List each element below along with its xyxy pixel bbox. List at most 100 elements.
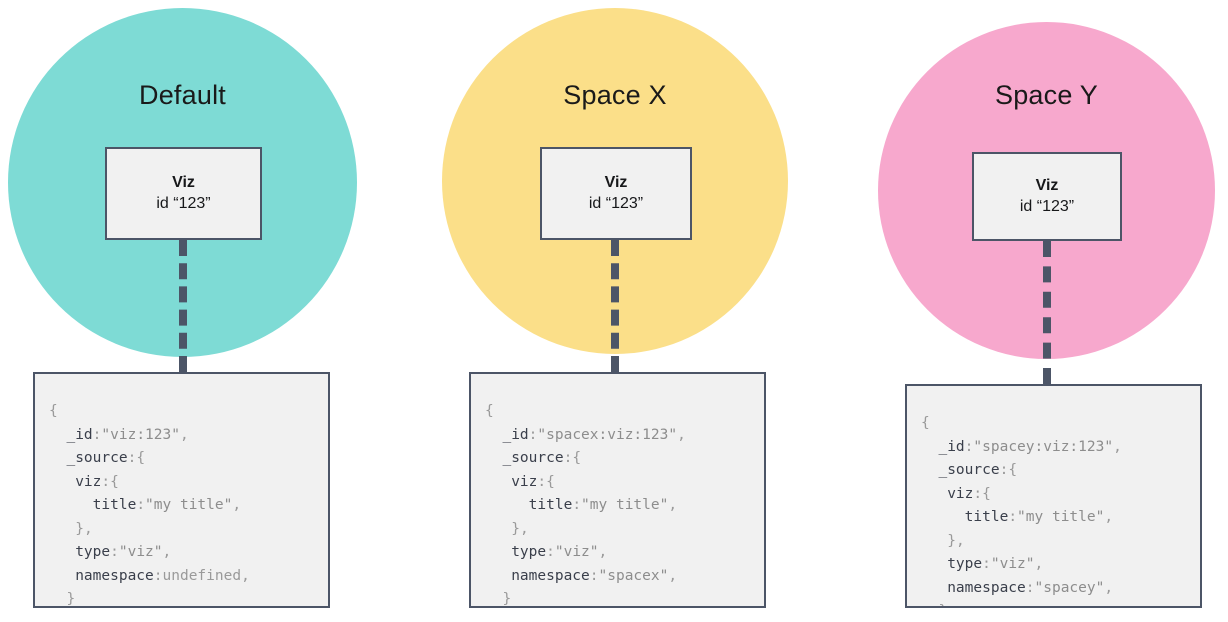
code-token-punc: , <box>519 520 529 537</box>
code-token-punc <box>485 521 511 537</box>
code-token-brace: } <box>511 520 520 537</box>
code-token-punc <box>485 450 502 466</box>
code-token-key: namespace <box>75 567 154 584</box>
code-token-punc: : <box>999 462 1009 478</box>
code-token-brace: } <box>938 603 947 606</box>
code-token-punc <box>921 603 938 606</box>
code-line: namespace:undefined, <box>49 568 250 584</box>
code-line: { <box>49 403 58 419</box>
code-line: title:"my title", <box>49 497 241 513</box>
viz-card-id: id “123” <box>156 195 211 212</box>
code-token-key: title <box>964 509 1009 525</box>
code-token-key: _source <box>66 450 128 466</box>
code-token-brace: } <box>502 591 512 607</box>
code-token-str: "spacey" <box>1034 579 1105 596</box>
code-block-spacex: { _id:"spacex:viz:123", _source:{ viz:{ … <box>471 374 764 607</box>
code-token-str: "viz:123" <box>101 426 180 443</box>
code-token-punc: , <box>1104 509 1114 525</box>
code-line: _source:{ <box>485 450 581 466</box>
code-line: namespace:"spacex", <box>485 568 677 584</box>
code-token-punc <box>49 450 66 466</box>
code-token-punc: : <box>589 567 599 584</box>
code-token-punc: , <box>677 426 686 443</box>
code-line: namespace:"spacey", <box>921 580 1113 596</box>
viz-card-spacey: Viz id “123” <box>972 152 1122 241</box>
code-line: }, <box>49 520 93 537</box>
code-token-str: "viz" <box>990 556 1035 572</box>
code-token-key: type <box>947 556 983 572</box>
code-token-key: _id <box>66 426 93 443</box>
code-token-punc: , <box>1034 556 1044 572</box>
code-token-key: title <box>92 497 137 513</box>
code-line: } <box>49 591 75 606</box>
code-token-key: viz <box>947 485 974 502</box>
code-token-punc <box>49 427 66 443</box>
code-token-punc: : <box>110 544 119 560</box>
code-token-punc <box>485 474 511 490</box>
code-token-punc: , <box>1104 579 1114 596</box>
code-token-punc <box>49 568 75 584</box>
code-line: type:"viz", <box>49 544 171 560</box>
code-token-punc <box>921 439 938 455</box>
code-token-punc: : <box>973 485 983 502</box>
code-token-punc: , <box>83 520 93 537</box>
code-token-str: "my title" <box>1017 509 1105 525</box>
code-line: _id:"spacey:viz:123", <box>921 438 1122 455</box>
code-token-punc <box>921 580 947 596</box>
code-line: } <box>921 603 947 606</box>
code-token-punc: : <box>964 438 974 455</box>
code-token-punc: , <box>668 497 678 513</box>
code-token-str: "viz" <box>554 544 599 560</box>
code-token-punc <box>485 591 502 606</box>
code-token-punc <box>921 533 947 549</box>
code-token-punc <box>485 568 511 584</box>
code-token-key: _id <box>502 426 529 443</box>
code-token-key: namespace <box>947 579 1026 596</box>
code-panel-spacey: { _id:"spacey:viz:123", _source:{ viz:{ … <box>905 384 1202 608</box>
code-token-key: type <box>75 544 111 560</box>
code-token-punc: : <box>982 556 991 572</box>
code-token-punc: , <box>668 567 678 584</box>
code-token-punc: , <box>1113 438 1122 455</box>
code-token-punc: , <box>179 426 189 443</box>
code-token-key: title <box>528 497 573 513</box>
code-token-str: "my title" <box>581 497 669 513</box>
code-token-punc: : <box>136 497 146 513</box>
viz-card-id: id “123” <box>1019 198 1075 215</box>
code-token-str: "spacey:viz:123" <box>973 438 1114 455</box>
code-token-punc: : <box>92 426 102 443</box>
code-token-brace: { <box>572 450 582 466</box>
code-token-punc: : <box>153 567 163 584</box>
code-line: type:"viz", <box>921 556 1043 572</box>
code-token-brace: { <box>49 403 58 419</box>
code-token-punc <box>921 556 947 572</box>
viz-card-id: id “123” <box>588 195 644 212</box>
viz-card-title: Viz <box>172 174 195 191</box>
code-token-brace: { <box>921 415 930 431</box>
code-token-brace: { <box>136 450 146 466</box>
code-token-key: viz <box>75 473 102 490</box>
code-line: _source:{ <box>921 462 1017 478</box>
space-bubble-label-default: Default <box>139 80 226 110</box>
viz-card-title: Viz <box>604 174 628 191</box>
code-token-brace: { <box>1008 462 1018 478</box>
code-line: type:"viz", <box>485 544 607 560</box>
code-token-key: _id <box>938 438 965 455</box>
code-line: _id:"spacex:viz:123", <box>485 426 686 443</box>
code-token-punc <box>921 462 938 478</box>
viz-card-title: Viz <box>1035 177 1059 194</box>
code-line: viz:{ <box>49 474 119 490</box>
code-token-punc <box>49 497 93 513</box>
code-token-punc <box>49 544 75 560</box>
connector-dashed-default <box>179 240 187 372</box>
code-token-punc <box>485 427 502 443</box>
code-token-brace: { <box>546 473 555 490</box>
code-token-punc: , <box>598 544 608 560</box>
code-token-str: "spacex:viz:123" <box>537 426 678 443</box>
code-block-default: { _id:"viz:123", _source:{ viz:{ title:"… <box>35 374 328 606</box>
connector-dashed-spacey <box>1043 241 1051 384</box>
code-token-punc <box>921 486 947 502</box>
code-line: _id:"viz:123", <box>49 426 189 443</box>
code-token-key: _source <box>502 450 564 466</box>
